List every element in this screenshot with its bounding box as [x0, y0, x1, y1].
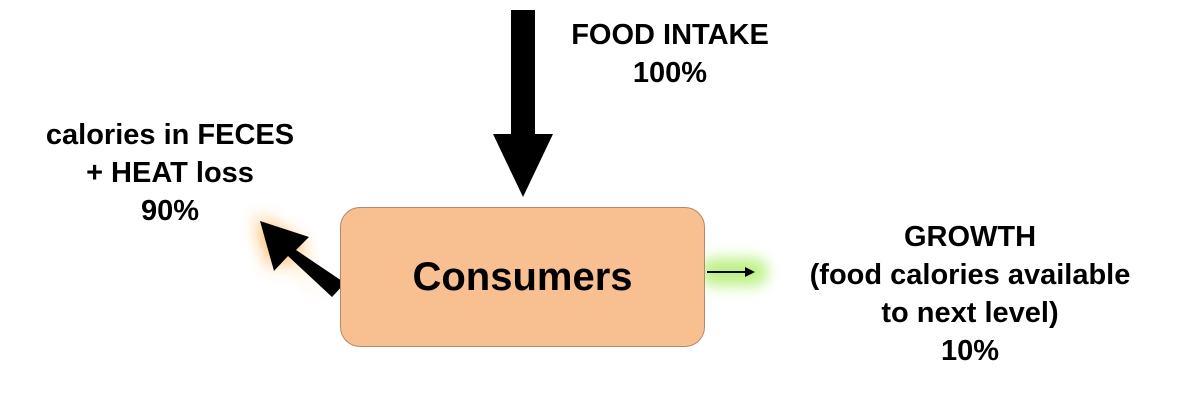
loss-arrow	[260, 221, 345, 297]
loss-line-feces: calories in FECES	[45, 119, 295, 151]
loss-line-heat: + HEAT loss	[86, 157, 254, 189]
growth-label: GROWTH (food calories available to next …	[780, 218, 1160, 370]
loss-percent: 90%	[140, 195, 200, 227]
consumers-label: Consumers	[412, 254, 633, 299]
growth-desc-line2: to next level)	[881, 297, 1059, 329]
growth-title: GROWTH	[903, 221, 1037, 253]
food-intake-arrow	[493, 10, 553, 197]
consumers-box: Consumers	[340, 207, 705, 347]
growth-percent: 10%	[940, 335, 1000, 367]
food-intake-title: FOOD INTAKE	[571, 19, 769, 51]
growth-arrow	[707, 267, 755, 277]
loss-label: calories in FECES + HEAT loss 90%	[20, 116, 320, 230]
food-intake-percent: 100%	[632, 57, 708, 89]
food-intake-label: FOOD INTAKE 100%	[540, 16, 800, 92]
growth-desc-line1: (food calories available	[809, 259, 1131, 291]
